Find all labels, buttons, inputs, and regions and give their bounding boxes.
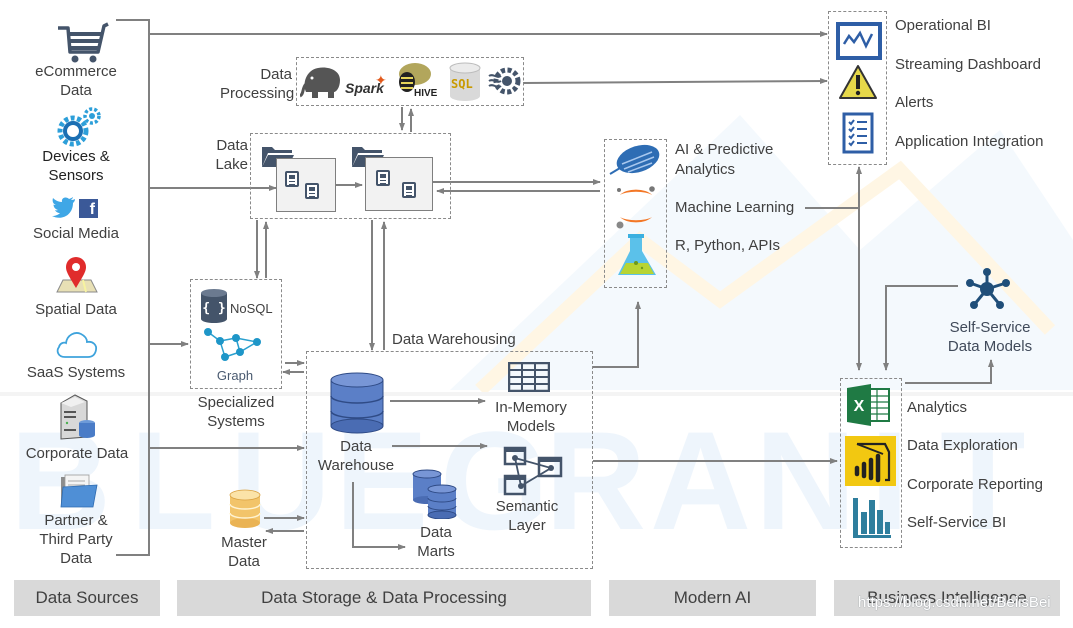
- watermark-letter: R: [545, 402, 647, 559]
- shopping-cart-icon: [58, 22, 109, 63]
- semantic-layer-label: Semantic Layer: [495, 498, 559, 534]
- data-warehousing-box: [306, 351, 593, 569]
- flask-icon: [618, 234, 656, 275]
- arrow-warehouse-to-ai: [593, 301, 641, 368]
- monitor-chart-icon: [836, 22, 882, 60]
- graph-network-icon: [204, 328, 261, 361]
- semantic-layer-icon: [503, 446, 563, 496]
- nosql-label: NoSQL: [230, 301, 273, 316]
- open-folder-icon: [60, 474, 98, 508]
- document-icon: [402, 182, 416, 198]
- streaming-dashboard-label: Streaming Dashboard: [895, 56, 1041, 73]
- data-lake-folder-1: [276, 158, 336, 212]
- twitter-icon: [52, 197, 75, 218]
- footer-business-intelligence: Business Intelligence: [834, 580, 1060, 616]
- modern-ai-box: [604, 139, 667, 288]
- data-lake-folder-2: [365, 157, 433, 211]
- footer-modern-ai: Modern AI: [609, 580, 816, 616]
- zeppelin-icon: [609, 144, 660, 175]
- source-devices-label: Devices & Sensors: [42, 148, 110, 184]
- document-icon: [305, 183, 319, 199]
- sql-label: SQL: [451, 77, 473, 91]
- watermark-letter: U: [230, 402, 332, 559]
- warning-triangle-icon: [839, 65, 877, 99]
- data-exploration-label: Data Exploration: [907, 437, 1018, 454]
- gears-icon: [57, 107, 101, 147]
- arrow-bi-to-models: [905, 359, 994, 384]
- graph-label: Graph: [216, 368, 254, 383]
- facebook-icon: f: [79, 199, 98, 218]
- source-corporate-label: Corporate Data: [25, 445, 129, 462]
- data-lake-label: Data Lake: [215, 137, 248, 173]
- bar-chart-icon: [853, 498, 891, 538]
- corporate-reporting-label: Corporate Reporting: [907, 476, 1043, 493]
- sources-bracket: [116, 19, 150, 556]
- specialized-systems-label: Specialized Systems: [197, 394, 275, 430]
- network-hub-icon: [966, 268, 1010, 309]
- specialized-systems-box: [190, 279, 282, 389]
- self-service-data-models-label: Self-Service Data Models: [947, 319, 1033, 355]
- analytics-label: Analytics: [907, 399, 968, 416]
- streaming-gear-icon: [488, 67, 521, 95]
- server-database-icon: [60, 394, 95, 440]
- data-lake-box: [250, 133, 451, 219]
- self-service-bi-label: Self-Service BI: [907, 514, 1007, 531]
- checklist-icon: [842, 112, 874, 154]
- source-partner-label: Partner & Third Party Data: [39, 512, 113, 567]
- watermark-letter: L: [130, 402, 216, 559]
- watermark-url: https://blog.csdn.net/BeiisBei: [858, 594, 1051, 611]
- svg-text:{ }: { }: [202, 301, 225, 316]
- nosql-database-icon: { }: [201, 289, 227, 323]
- in-memory-models-label: In-Memory Models: [495, 399, 567, 435]
- master-data-database-icon: [229, 489, 261, 528]
- data-marts-label: Data Marts: [417, 524, 455, 560]
- excel-icon: X: [847, 384, 890, 426]
- data-warehouse-database-icon: [330, 372, 384, 434]
- watermark-letter: N: [755, 402, 857, 559]
- bi-tools-box: [840, 378, 902, 548]
- hive-label: HIVE: [414, 88, 438, 99]
- r-python-apis-label: R, Python, APIs: [675, 237, 781, 254]
- alerts-label: Alerts: [895, 94, 934, 111]
- arrow-warehouse-to-marts: [352, 482, 406, 550]
- source-spatial-label: Spatial Data: [35, 301, 117, 318]
- machine-learning-label: Machine Learning: [675, 199, 795, 216]
- watermark-letter: A: [650, 402, 752, 559]
- source-social-label: Social Media: [33, 225, 119, 242]
- hive-bee-icon: [399, 63, 431, 92]
- data-marts-icon: [412, 469, 457, 519]
- footer-data-sources: Data Sources: [14, 580, 160, 616]
- arrow-processing-to-bi: [522, 78, 828, 85]
- watermark-letter: T: [940, 402, 1026, 559]
- hadoop-elephant-icon: [300, 67, 340, 98]
- cloud-icon: [56, 332, 98, 358]
- footer-data-storage: Data Storage & Data Processing: [177, 580, 591, 616]
- arrow-models-to-bi: [883, 285, 958, 371]
- table-grid-icon: [508, 362, 550, 392]
- spark-logo: Spark: [345, 80, 384, 96]
- sql-database-icon: [449, 62, 481, 101]
- master-data-label: Master Data: [221, 534, 267, 570]
- operational-bi-label: Operational BI: [895, 17, 991, 34]
- svg-text:X: X: [854, 398, 865, 415]
- operational-bi-box: [828, 11, 887, 165]
- source-saas-label: SaaS Systems: [26, 364, 126, 381]
- spark-star-icon: ✦: [375, 72, 387, 88]
- data-processing-label: Data Processing: [220, 66, 295, 102]
- document-icon: [285, 171, 299, 187]
- map-pin-icon: [56, 257, 98, 293]
- data-processing-box: [296, 57, 524, 106]
- jupyter-icon: [616, 186, 655, 229]
- power-bi-icon: [845, 436, 896, 486]
- source-ecommerce-label: eCommerce Data: [35, 63, 117, 99]
- data-warehouse-label: Data Warehouse: [317, 438, 395, 474]
- application-integration-label: Application Integration: [895, 133, 1044, 150]
- document-icon: [376, 170, 390, 186]
- data-warehousing-label: Data Warehousing: [392, 331, 516, 348]
- ai-predictive-label: AI & Predictive Analytics: [675, 141, 774, 178]
